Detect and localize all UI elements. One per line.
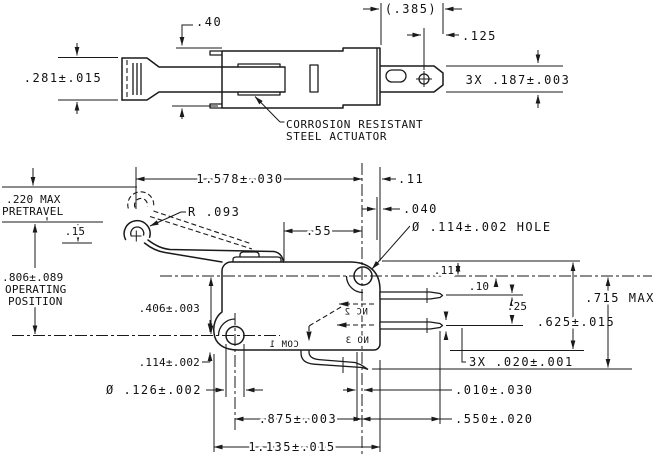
- dim-114: .114±.002: [139, 356, 200, 369]
- dim-040: .040: [403, 202, 438, 216]
- terminal-nc-blade: [379, 291, 444, 300]
- terminal-markings: COM 1 NC 2 NO 3: [268, 301, 374, 352]
- terminal-no-blade: [379, 321, 444, 330]
- marking-no: NO 3: [345, 336, 369, 346]
- dim-hole-to-tip: .125: [462, 29, 497, 43]
- switch-housing-edge: [209, 47, 381, 109]
- dim-blade-thickness: 3X .020±.001: [469, 355, 574, 369]
- marking-com: COM 1: [269, 340, 299, 350]
- dim-406: .406±.003: [139, 302, 200, 315]
- dim-op-2: OPERATING: [5, 283, 66, 296]
- dim-op-1: .806±.089: [2, 271, 63, 284]
- lever-arm: [123, 219, 285, 263]
- dim-pretravel-1: .220 MAX: [6, 193, 61, 206]
- side-view-dimensions: 1.578±.030 .11 .040 Ø .114±.002 HOLE .55…: [0, 168, 655, 457]
- note-corrosion-line2: STEEL ACTUATOR: [286, 130, 387, 143]
- dim-terminal-length: (.385): [385, 2, 437, 16]
- dim-body-height: .40: [196, 15, 222, 29]
- switch-body: [213, 251, 381, 351]
- dim-550: .550±.020: [455, 412, 534, 426]
- dim-11-top: .11: [398, 172, 424, 186]
- note-corrosion-line1: CORROSION RESISTANT: [286, 118, 423, 131]
- dim-actuator-height: .281±.015: [24, 71, 103, 85]
- dim-1135: 1.135±.015: [248, 440, 335, 454]
- lever-arm-free-position: [127, 191, 253, 250]
- dim-11-right: .11: [434, 264, 454, 277]
- mounting-hole-upper: [353, 266, 373, 286]
- dim-op-3: POSITION: [8, 295, 63, 308]
- dim-pretravel-2: PRETRAVEL: [2, 205, 64, 218]
- actuator-lever: [121, 57, 286, 101]
- dim-hole-dia: Ø .126±.002: [106, 383, 202, 397]
- marking-nc: NC 2: [344, 308, 368, 318]
- dim-010: .010±.030: [455, 383, 534, 397]
- dim-715: .715 MAX: [585, 291, 655, 305]
- side-view: COM 1 NC 2 NO 3 1.578±.030: [0, 163, 655, 457]
- dim-lever-radius: R .093: [188, 205, 240, 219]
- dim-differential: .15: [65, 225, 85, 238]
- dim-875: .875±.003: [259, 412, 338, 426]
- note-hole: Ø .114±.002 HOLE: [412, 220, 552, 234]
- top-view: .281±.015 .40 (.385) .125 3X .187±.003: [21, 0, 571, 146]
- terminals: [300, 288, 444, 373]
- terminal-tab: [380, 65, 444, 93]
- top-view-dimensions: .281±.015 .40 (.385) .125 3X .187±.003: [21, 0, 571, 146]
- dim-lever-length: 1.578±.030: [196, 172, 283, 186]
- mounting-hole-lower: [225, 325, 245, 346]
- dim-10: .10: [469, 280, 489, 293]
- extension-lines: [2, 167, 632, 452]
- terminal-com-blade: [300, 350, 369, 371]
- dim-25: .25: [507, 300, 527, 313]
- dim-lever-end: .55: [306, 224, 332, 238]
- dim-625: .625±.015: [537, 315, 616, 329]
- dim-terminal-width: 3X .187±.003: [466, 73, 571, 87]
